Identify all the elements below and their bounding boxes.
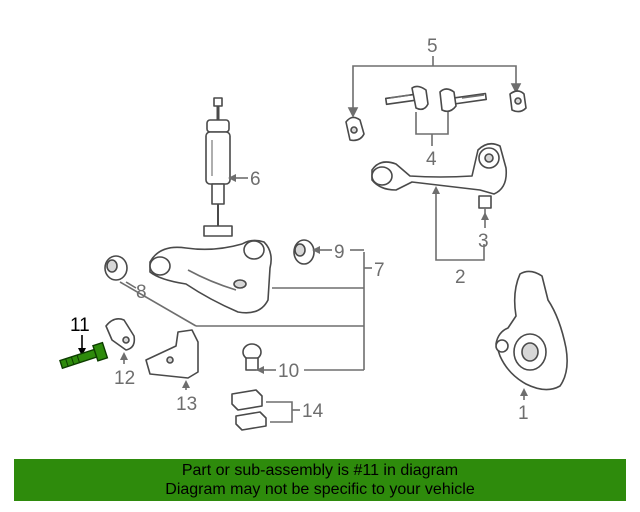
callout-1: 1 bbox=[518, 403, 529, 424]
callout-9: 9 bbox=[334, 242, 345, 263]
part-11-bolt[interactable]: 11 bbox=[59, 315, 109, 372]
part-5-group[interactable]: 5 bbox=[345, 36, 527, 142]
part-12-bracket[interactable]: 12 bbox=[105, 318, 136, 389]
bumper-upper bbox=[231, 389, 263, 411]
part-6-shock-absorber[interactable]: 6 bbox=[203, 97, 261, 237]
arrow-5a bbox=[347, 107, 359, 118]
callout-11: 11 bbox=[70, 315, 90, 336]
part-4-group[interactable]: 4 bbox=[384, 85, 488, 170]
callout-5: 5 bbox=[427, 36, 438, 57]
callout-6: 6 bbox=[250, 169, 261, 190]
parts-diagram: 5 4 2 3 bbox=[59, 36, 568, 431]
upper-arm-body bbox=[371, 142, 508, 195]
shock-body bbox=[205, 131, 231, 185]
shock-top-mount bbox=[206, 119, 230, 133]
part-14-bumpers[interactable]: 14 bbox=[231, 389, 324, 431]
bracket-12 bbox=[105, 318, 136, 351]
part-2-upper-control-arm[interactable]: 2 bbox=[371, 142, 508, 288]
callout-8: 8 bbox=[136, 282, 147, 303]
cam-bolt-right bbox=[439, 88, 488, 113]
cam-washer-left-hole bbox=[350, 126, 358, 134]
callout-4: 4 bbox=[426, 149, 437, 170]
part-13-mounting-bracket[interactable]: 13 bbox=[145, 329, 199, 415]
ball-joint-body bbox=[478, 195, 492, 209]
bolt-11-shape bbox=[59, 341, 109, 370]
cam-washer-right-hole bbox=[514, 97, 522, 105]
callout-2: 2 bbox=[455, 267, 466, 288]
callout-3: 3 bbox=[478, 231, 489, 252]
leader-2 bbox=[435, 192, 485, 261]
bracket-13 bbox=[145, 329, 199, 379]
part-8-bushing[interactable]: 8 bbox=[104, 255, 147, 303]
leader-4 bbox=[415, 112, 449, 135]
callout-12: 12 bbox=[114, 368, 135, 389]
leader-5 bbox=[352, 65, 517, 110]
part-1-steering-knuckle[interactable]: 1 bbox=[495, 270, 568, 424]
shock-lower-tube bbox=[211, 183, 225, 205]
shock-lower-mount bbox=[203, 225, 233, 237]
part-10-lower-ball-joint[interactable]: 10 bbox=[242, 343, 364, 382]
part-3-ball-joint[interactable]: 3 bbox=[478, 195, 492, 252]
banner-line-2: Diagram may not be specific to your vehi… bbox=[165, 481, 475, 498]
leader-8 bbox=[125, 281, 137, 289]
leader-14 bbox=[266, 401, 293, 423]
part-7-lower-control-arm[interactable]: 7 bbox=[119, 239, 385, 370]
cam-bolt-left bbox=[384, 85, 429, 111]
info-banner: Part or sub-assembly is #11 in diagram D… bbox=[14, 459, 626, 501]
arrow-5b bbox=[510, 83, 522, 94]
knuckle-body bbox=[495, 270, 568, 391]
part-9-bushing[interactable]: 9 bbox=[293, 239, 364, 265]
bumper-lower bbox=[235, 411, 267, 431]
callout-10: 10 bbox=[278, 361, 299, 382]
leader-8-link bbox=[119, 281, 197, 327]
upper-arm-bushing-front bbox=[371, 166, 393, 186]
banner-line-1: Part or sub-assembly is #11 in diagram bbox=[181, 462, 459, 479]
callout-13: 13 bbox=[176, 394, 197, 415]
callout-14: 14 bbox=[302, 401, 324, 422]
lower-arm-body bbox=[149, 239, 272, 314]
callout-7: 7 bbox=[374, 260, 385, 281]
